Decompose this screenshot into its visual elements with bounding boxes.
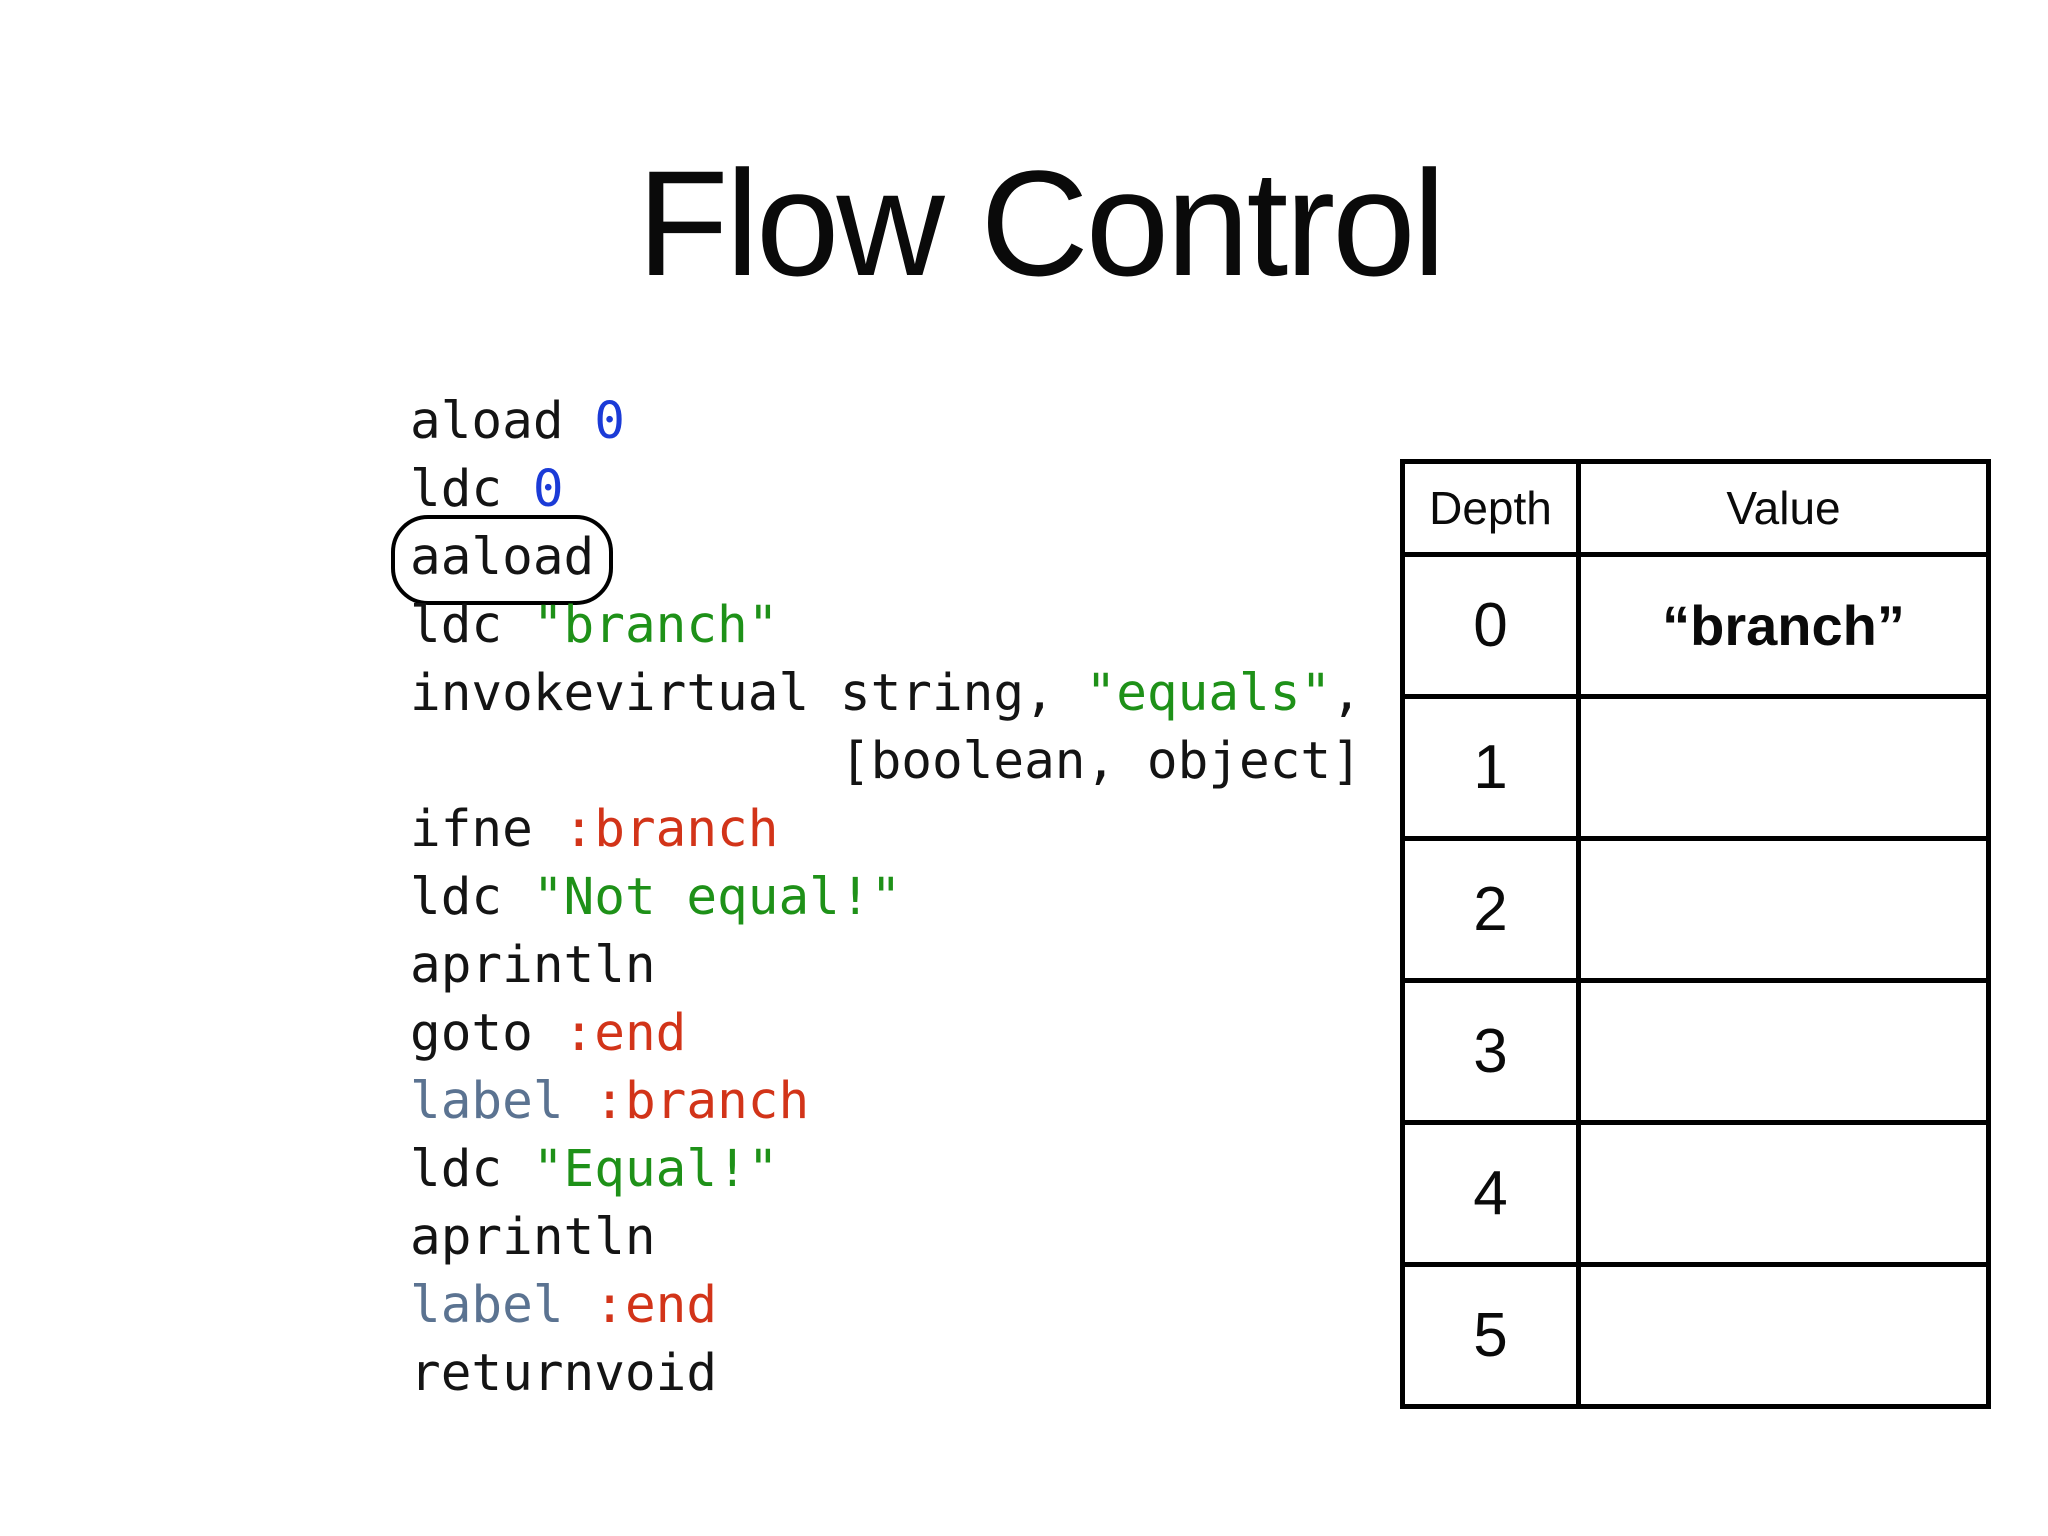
code-line: [boolean, object] [410, 728, 1362, 796]
code-line: aaload [391, 515, 1362, 605]
stack-table-row: 0“branch” [1400, 552, 1991, 699]
code-token: 0 [594, 392, 625, 451]
code-token: aprintln [410, 1208, 656, 1267]
stack-table-header-depth: Depth [1400, 459, 1581, 557]
code-token: "equals" [1085, 664, 1332, 723]
code-line: label :end [410, 1272, 1362, 1340]
code-token: :branch [563, 800, 779, 859]
code-token: invokevirtual string, [410, 664, 1086, 723]
code-token [564, 1072, 595, 1131]
stack-value-cell [1576, 694, 1991, 841]
code-token: :end [594, 1276, 718, 1335]
code-token: ldc [410, 596, 533, 655]
code-line: label :branch [410, 1068, 1362, 1136]
code-token: [boolean, object] [410, 732, 1362, 791]
stack-value-cell [1576, 1262, 1991, 1409]
code-line: ldc "Equal!" [410, 1136, 1362, 1204]
code-token: aprintln [410, 936, 656, 995]
stack-table-row: 4 [1400, 1120, 1991, 1267]
code-token: goto [410, 1004, 564, 1063]
code-token [564, 1276, 595, 1335]
code-token: returnvoid [410, 1344, 718, 1403]
code-token: 0 [532, 460, 564, 519]
code-token: ldc [410, 460, 533, 519]
code-token: , [1331, 664, 1362, 723]
code-token: ldc [410, 1140, 533, 1199]
code-line: ldc "Not equal!" [410, 864, 1362, 932]
page-title: Flow Control [637, 139, 1446, 307]
code-token: "branch" [532, 596, 779, 655]
code-line: aprintln [410, 1204, 1362, 1272]
code-line: ldc 0 [410, 456, 1362, 524]
stack-table-row: 5 [1400, 1262, 1991, 1409]
code-line: returnvoid [410, 1340, 1362, 1408]
stack-table-header-value: Value [1576, 459, 1991, 557]
stack-depth-cell: 2 [1400, 836, 1581, 983]
stack-table-row: 3 [1400, 978, 1991, 1125]
code-token: ldc [410, 868, 533, 927]
code-line: invokevirtual string, "equals", [410, 660, 1362, 728]
code-token: "Not equal!" [532, 868, 902, 927]
stack-depth-cell: 3 [1400, 978, 1581, 1125]
code-token: label [410, 1072, 564, 1131]
code-token: ifne [410, 800, 564, 859]
stack-table-row: 2 [1400, 836, 1991, 983]
code-token: label [410, 1276, 564, 1335]
code-token: aload [410, 392, 595, 451]
code-token: "Equal!" [532, 1140, 779, 1199]
code-line: ldc "branch" [410, 592, 1362, 660]
stack-depth-cell: 5 [1400, 1262, 1581, 1409]
code-token: :end [563, 1004, 687, 1063]
code-line: goto :end [410, 1000, 1362, 1068]
code-line: aload 0 [410, 388, 1362, 456]
stack-value-cell [1576, 836, 1991, 983]
code-token: :branch [594, 1072, 810, 1131]
stack-table-header-row: Depth Value [1400, 459, 1991, 557]
stack-value-cell: “branch” [1576, 552, 1991, 699]
stack-depth-cell: 1 [1400, 694, 1581, 841]
stack-table-row: 1 [1400, 694, 1991, 841]
stack-value-cell [1576, 978, 1991, 1125]
code-line: ifne :branch [410, 796, 1362, 864]
stack-depth-cell: 0 [1400, 552, 1581, 699]
stack-depth-cell: 4 [1400, 1120, 1581, 1267]
code-line: aprintln [410, 932, 1362, 1000]
circled-instruction: aaload [391, 515, 614, 605]
stack-value-cell [1576, 1120, 1991, 1267]
